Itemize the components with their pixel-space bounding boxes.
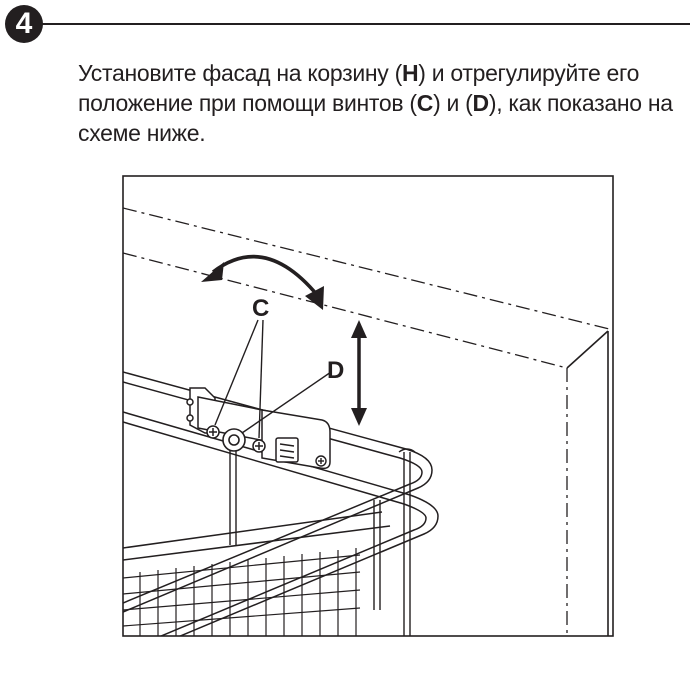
step-divider bbox=[40, 23, 690, 25]
rotation-arrow-icon bbox=[201, 254, 324, 310]
screw-d bbox=[222, 428, 246, 452]
leader-lines bbox=[214, 319, 332, 439]
instruction-part-3: ) и ( bbox=[433, 90, 473, 116]
front-panel-outline bbox=[123, 207, 613, 636]
screw-c-right bbox=[252, 439, 266, 453]
front-panel-edge bbox=[566, 330, 609, 636]
instruction-part-1: Установите фасад на корзину ( bbox=[78, 60, 402, 86]
step-number-badge: 4 bbox=[5, 5, 43, 43]
side-screw bbox=[315, 455, 327, 467]
label-c: C bbox=[252, 295, 269, 322]
diagram-frame bbox=[122, 175, 614, 637]
label-c-ref: C bbox=[416, 90, 434, 116]
basket-posts bbox=[229, 440, 416, 636]
vertical-arrow-icon bbox=[351, 320, 367, 426]
basket-rails bbox=[123, 371, 439, 636]
label-d-ref: D bbox=[472, 90, 490, 116]
basket-grid bbox=[123, 548, 361, 636]
screw-c-left bbox=[206, 425, 220, 439]
instruction-text: Установите фасад на корзину (H) и отрегу… bbox=[78, 58, 688, 148]
label-h-ref: H bbox=[401, 60, 419, 86]
label-d: D bbox=[327, 357, 344, 384]
instruction-part-4: ), как показано на схеме ниже. bbox=[78, 90, 673, 146]
instruction-part-2: ) и отрегулируйте его положение при помо… bbox=[78, 60, 640, 116]
